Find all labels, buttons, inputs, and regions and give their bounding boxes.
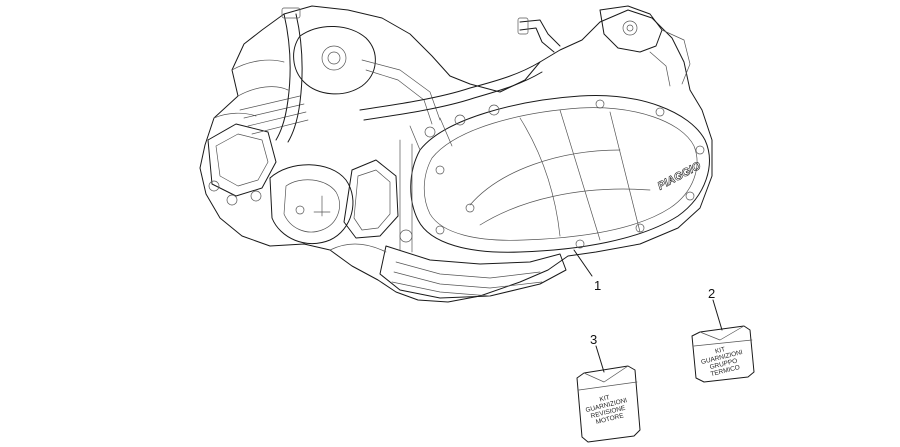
- callout-3-leader: [595, 345, 605, 373]
- engine-logo: PIAGGIO: [656, 160, 704, 193]
- callout-2: 2: [708, 286, 723, 331]
- callout-2-label: 2: [708, 286, 715, 301]
- engine-overhaul-kit: KIT GUARNIZIONI REVISIONE MOTORE: [576, 365, 641, 443]
- kit2-line-1: KIT: [714, 346, 726, 355]
- gasket-bag-2: [691, 325, 755, 383]
- head-gasket-kit: KIT GUARNIZIONI GRUPPO TERMICO: [691, 325, 755, 383]
- kit3-line-1: KIT: [599, 394, 611, 403]
- gasket-bag-3: [576, 365, 641, 443]
- callout-3: 3: [590, 332, 605, 373]
- callout-1-label: 1: [594, 278, 601, 293]
- callout-1: 1: [573, 249, 601, 293]
- callout-1-leader: [573, 249, 593, 277]
- callout-3-label: 3: [590, 332, 597, 347]
- engine-assembly: PIAGGIO: [199, 5, 713, 303]
- callout-2-leader: [712, 299, 723, 331]
